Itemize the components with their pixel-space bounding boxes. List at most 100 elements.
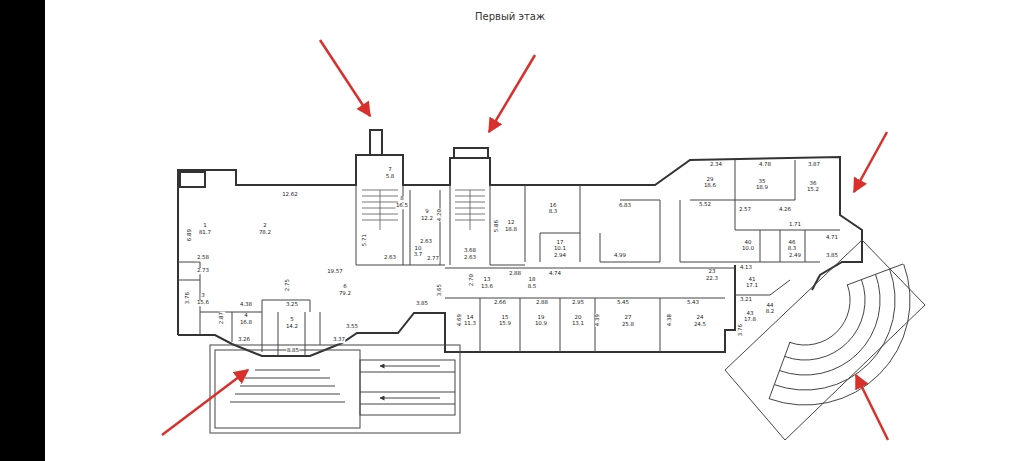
room-label: 4.39	[595, 313, 601, 326]
room-label: 15.9	[498, 321, 511, 327]
room-label: 8	[400, 196, 405, 202]
room-label: 11.3	[463, 321, 476, 327]
room-label: 10	[414, 246, 422, 252]
room-label: 4.20	[437, 208, 443, 221]
room-label: 23	[708, 269, 716, 275]
room-label: 19.57	[327, 269, 344, 275]
room-label: 2.63	[463, 255, 476, 261]
room-label: 13	[483, 277, 491, 283]
room-label: 3.37	[332, 337, 345, 343]
room-label: 3.21	[739, 297, 752, 303]
room-label: 19	[537, 315, 545, 321]
side-band	[0, 0, 45, 461]
room-label: 2.57	[738, 207, 751, 213]
room-label: 2.88	[508, 271, 521, 277]
room-label: 7	[388, 167, 393, 173]
room-label: 15.6	[196, 300, 209, 306]
room-label: 3.26	[237, 337, 250, 343]
room-label: 1	[203, 223, 208, 229]
room-label: 4.26	[778, 207, 791, 213]
room-label: 15.2	[806, 187, 819, 193]
room-label: 29	[706, 177, 714, 183]
plan-title: Первый этаж	[475, 11, 545, 22]
room-label: 14	[466, 315, 474, 321]
room-label: 14.2	[285, 324, 298, 330]
amphitheater	[725, 240, 925, 440]
room-label: 5	[290, 317, 295, 323]
room-label: 4.38	[667, 313, 673, 326]
room-label: 12	[507, 220, 515, 226]
room-label: 3.85	[825, 253, 838, 259]
room-label: 25.8	[621, 322, 634, 328]
room-label: 3.76	[185, 291, 191, 304]
room-label: 81.7	[198, 230, 211, 236]
room-label: 3.7	[413, 252, 423, 258]
room-label: 12.2	[420, 216, 433, 222]
room-label: 2.73	[196, 268, 209, 274]
room-label: 22.3	[705, 276, 718, 282]
room-label: 2.88	[535, 300, 548, 306]
room-label: 17.1	[745, 283, 758, 289]
room-label: 18.6	[703, 183, 716, 189]
room-label: 15	[501, 315, 509, 321]
room-label: 5.43	[686, 300, 699, 306]
room-label: 2.70	[469, 273, 475, 286]
room-label: 13.1	[571, 321, 584, 327]
room-label: 9	[425, 209, 430, 215]
room-label: 6.83	[618, 203, 631, 209]
room-label: 36	[809, 181, 817, 187]
room-label: 2.66	[493, 300, 506, 306]
room-label: 3.85	[415, 301, 428, 307]
room-label: 17.8	[743, 317, 756, 323]
room-label: 2.95	[571, 300, 584, 306]
room-label: 4.74	[548, 271, 561, 277]
stairs	[362, 190, 485, 230]
room-label: 2.63	[383, 255, 396, 261]
entrance-steps	[210, 345, 460, 433]
room-label: 3	[201, 293, 206, 299]
room-label: 2	[263, 223, 268, 229]
room-label: 5.86	[494, 219, 500, 232]
room-label: 2.63	[419, 239, 432, 245]
room-label: 2.75	[285, 278, 291, 291]
room-label: 5.71	[362, 233, 368, 246]
room-label: 1.71	[788, 222, 801, 228]
room-label: 5.52	[698, 202, 711, 208]
room-label: 2.49	[788, 253, 801, 259]
room-label: 24	[696, 315, 704, 321]
room-label: 4.69	[457, 313, 463, 326]
room-label: 4.78	[758, 162, 771, 168]
room-label: 2.94	[553, 253, 566, 259]
room-label: 44	[766, 303, 774, 309]
room-label: 3.25	[285, 302, 298, 308]
room-label: 10.9	[534, 321, 547, 327]
room-label: 3.76	[738, 323, 744, 336]
room-label: 27	[624, 315, 632, 321]
room-label: 18.9	[755, 185, 768, 191]
room-label: 5.8	[385, 174, 395, 180]
room-label: 46	[788, 240, 796, 246]
room-label: 35	[758, 179, 766, 185]
room-label: 10.0	[741, 246, 754, 252]
outer-walls	[178, 130, 862, 356]
room-label: 2.77	[426, 256, 439, 262]
room-label: 2.34	[709, 162, 722, 168]
room-label: 40	[744, 240, 752, 246]
room-label: 24.5	[693, 322, 706, 328]
pointer-arrows	[162, 40, 888, 440]
room-label: 2.87	[219, 311, 225, 324]
room-label: 13.6	[480, 284, 493, 290]
room-label: 6	[343, 284, 348, 290]
room-label: 3.87	[807, 162, 820, 168]
room-label: 18	[528, 277, 536, 283]
room-label: 8.3	[548, 209, 558, 215]
room-label: 4.71	[825, 235, 838, 241]
room-label: 17	[556, 240, 564, 246]
room-label: 2.58	[196, 255, 209, 261]
room-label: 4.13	[739, 265, 752, 271]
room-label: 3.55	[345, 324, 358, 330]
room-label: 5.45	[616, 300, 629, 306]
room-label: 4	[244, 313, 249, 319]
room-label: 16.5	[395, 203, 408, 209]
room-label: 6.89	[187, 228, 193, 241]
